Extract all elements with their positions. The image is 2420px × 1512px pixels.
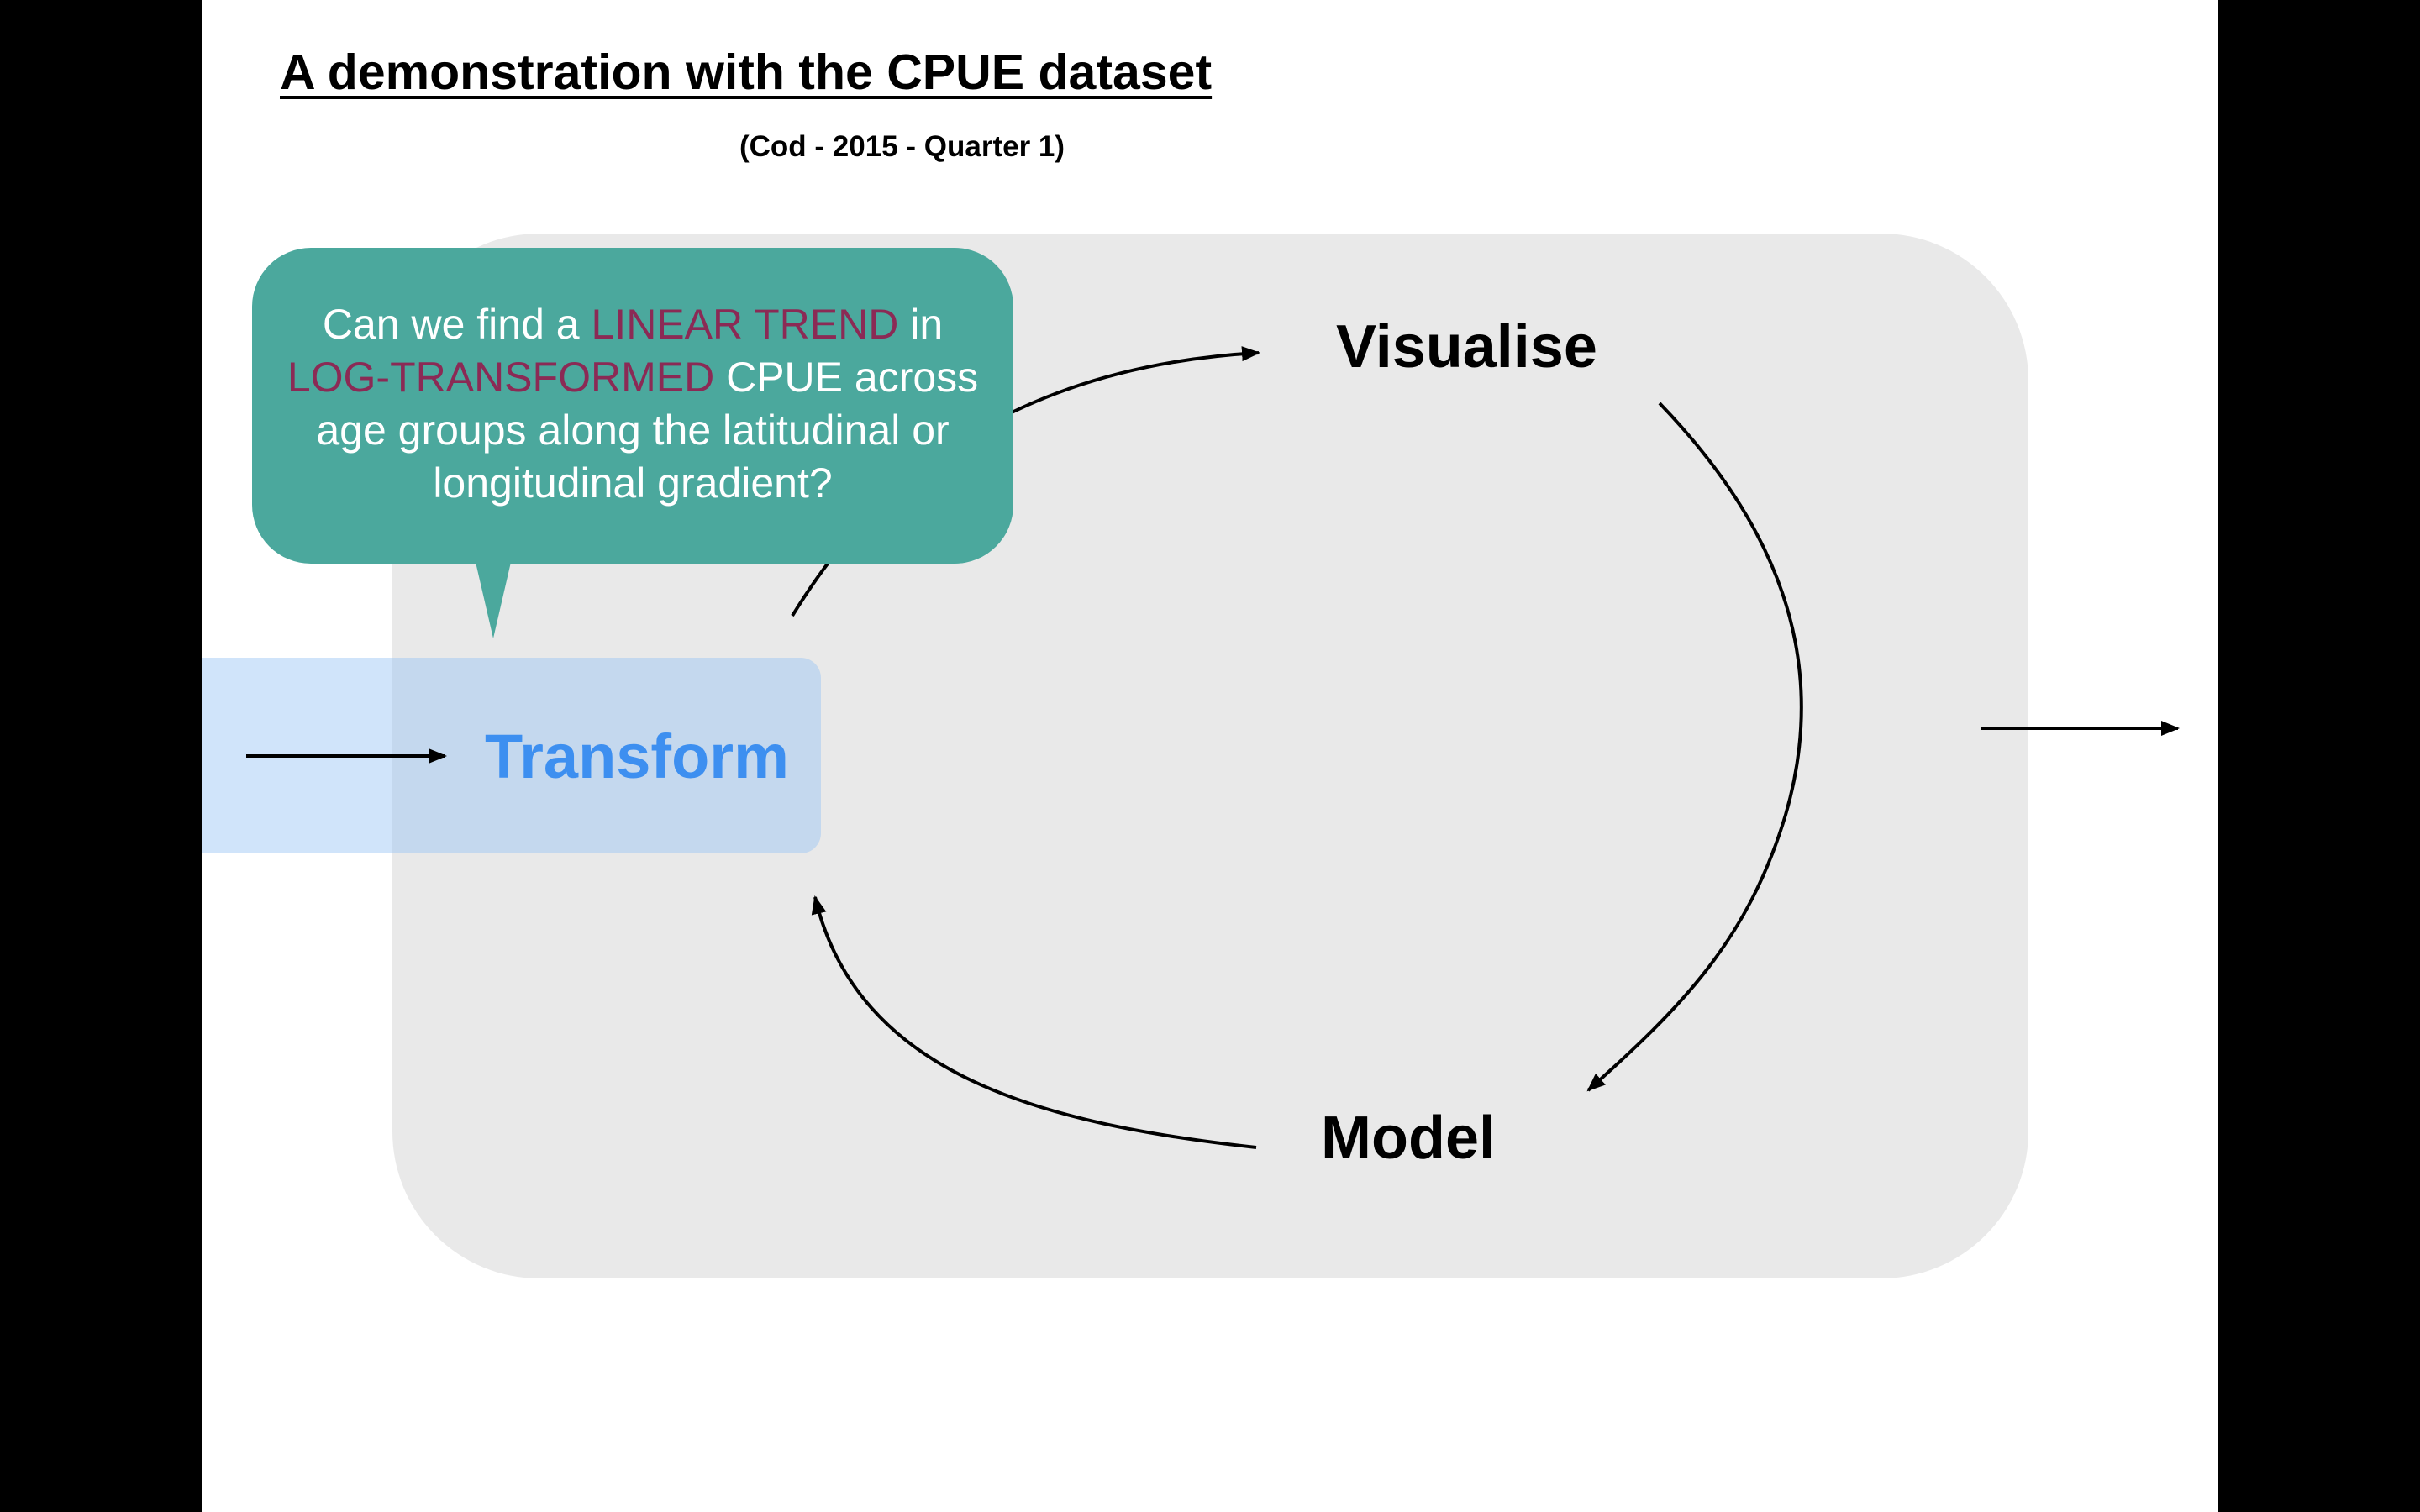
question-bubble [252,248,1013,564]
question-line-2: LOG-TRANSFORMED CPUE across [252,351,1013,404]
question-line-4: longitudinal gradient? [433,459,833,507]
question-text: Can we find a LINEAR TREND in LOG-TRANSF… [252,298,1013,510]
model-node: Model [1321,1105,1496,1172]
highlight-linear-trend: LINEAR TREND [591,301,899,348]
question-line-3: age groups along the latitudinal or [316,407,950,454]
question-bubble-tail [475,559,512,638]
question-text-part: in [898,301,944,348]
slide: A demonstration with the CPUE dataset (C… [202,0,2218,1512]
highlight-log-transformed: LOG-TRANSFORMED [287,354,715,401]
question-text-part: Can we find a [322,301,592,348]
visualise-to-model-arrow [1586,402,1803,1092]
transform-node: Transform [485,722,789,791]
slide-subtitle: (Cod - 2015 - Quarter 1) [739,130,1065,163]
question-line-1: Can we find a LINEAR TREND in [252,298,1013,351]
visualise-node: Visualise [1336,313,1597,381]
question-text-part: CPUE across [714,354,979,401]
slide-title: A demonstration with the CPUE dataset [280,45,1213,100]
model-to-transform-arrow [811,895,1257,1149]
